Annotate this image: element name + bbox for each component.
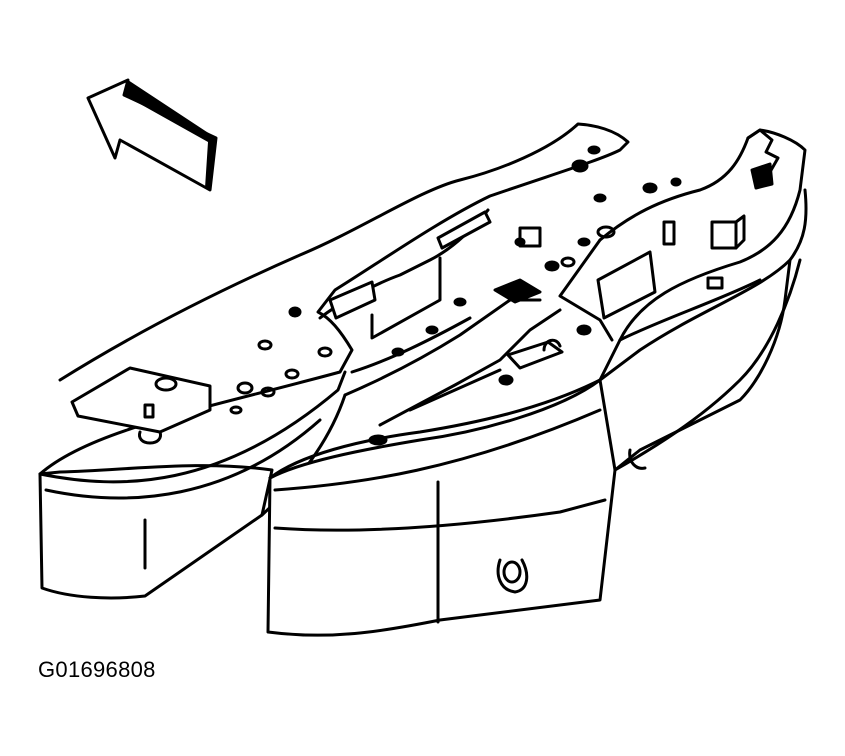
left-bumper-section bbox=[38, 122, 630, 600]
right-bumper-section bbox=[266, 128, 808, 637]
center-channel bbox=[343, 237, 614, 427]
forward-arrow-icon bbox=[86, 78, 218, 192]
figure-id-label: G01696808 bbox=[38, 657, 156, 682]
